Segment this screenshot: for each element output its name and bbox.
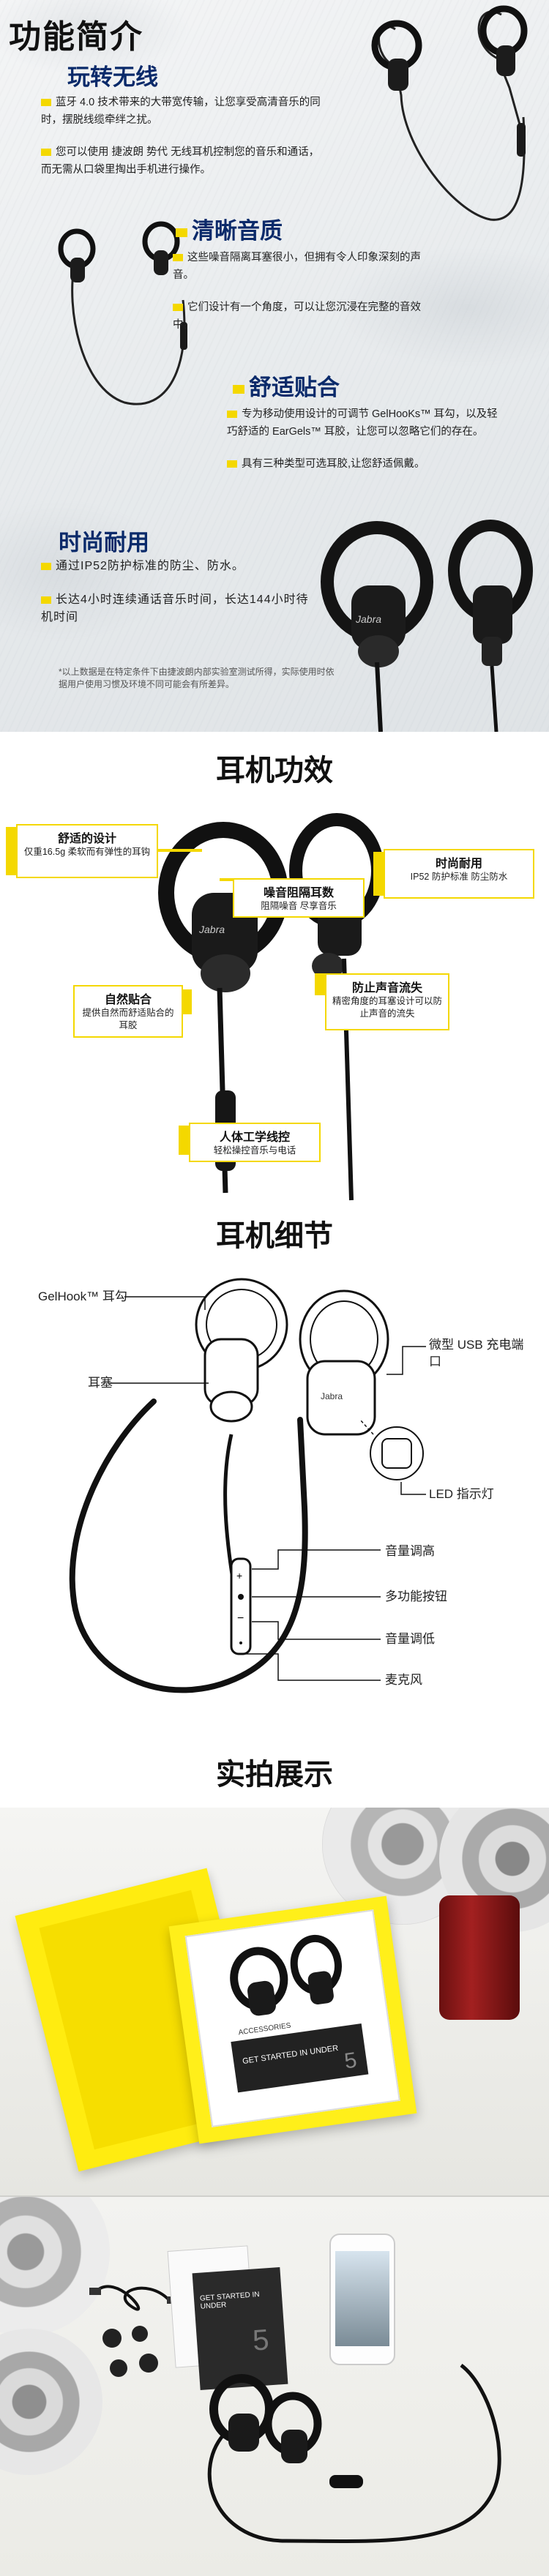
callout-natural-fit: 自然贴合 提供自然而舒适贴合的耳胶	[73, 985, 183, 1038]
callout-durable: 时尚耐用 IP52 防护标准 防尘防水	[384, 849, 534, 899]
connector-bar	[315, 973, 325, 995]
yellow-bar	[176, 228, 187, 237]
callout-noise-isolation: 噪音阻隔耳数 阻隔噪音 尽享音乐	[233, 878, 365, 918]
bullet-square	[41, 99, 51, 107]
box-number: 5	[343, 2048, 358, 2074]
connector-bar	[182, 989, 192, 1014]
callout-comfort-design: 舒适的设计 仅重16.5g 柔软而有弹性的耳钩	[16, 824, 158, 878]
product-photo-flatlay: GET STARTED IN UNDER 5	[0, 2195, 549, 2576]
connector-bar	[179, 1126, 189, 1155]
brand-logo: Jabra	[356, 613, 382, 625]
smartphone	[329, 2234, 395, 2365]
label-eargel: 耳塞	[88, 1376, 113, 1390]
earbud-photo-pair	[321, 520, 533, 732]
svg-text:−: −	[237, 1612, 244, 1625]
quickstart-text: GET STARTED IN UNDER	[199, 2291, 260, 2311]
eargel-tip	[139, 2354, 158, 2373]
comfort-fit-heading: 舒适贴合	[233, 369, 340, 402]
earphones-flatlay	[207, 2364, 501, 2543]
bullet-square	[41, 149, 51, 157]
brand-logo: Jabra	[199, 924, 225, 935]
eargel-tip	[102, 2329, 122, 2348]
durable-heading: 时尚耐用	[59, 530, 149, 555]
footnote: *以上数据是在特定条件下由捷波朗内部实验室测试所得，实际使用时依据用户使用习惯及…	[59, 667, 335, 689]
open-product-box: GET STARTED IN UNDER 5 ACCESSORIES	[168, 1895, 417, 2144]
wireless-text: 蓝牙 4.0 技术带来的大带宽传输，让您享受高清音乐的同时，摆脱线缆牵绊之扰。 …	[41, 97, 321, 176]
callout-sound-leak: 防止声音流失 精密角度的耳塞设计可以防止声音的流失	[325, 973, 449, 1030]
svg-text:+: +	[236, 1570, 242, 1581]
connector-bar	[6, 827, 16, 875]
headphone-illustration-sound	[58, 221, 187, 405]
yellow-bar	[233, 384, 244, 394]
eargel-tip	[110, 2359, 127, 2377]
intro-title: 功能简介	[9, 19, 143, 55]
label-gelhook: GelHook™ 耳勾	[38, 1289, 127, 1303]
clear-sound-text: 这些噪音隔离耳塞很小，但拥有令人印象深刻的声音。 它们设计有一个角度，可以让您沉…	[173, 252, 421, 331]
eargel-tip	[132, 2326, 148, 2342]
bullet-square	[41, 562, 51, 570]
bullet-square	[41, 596, 51, 604]
durable-text: 通过IP52防护标准的防尘、防水。 长达4小时连续通话音乐时间，长达144小时待…	[41, 560, 309, 624]
connector-bar	[373, 852, 384, 896]
bullet-square	[173, 304, 183, 312]
headphone-illustration-wireless	[371, 5, 528, 221]
weight-plate	[0, 2329, 102, 2475]
label-volume-down: 音量调低	[385, 1632, 435, 1646]
snack-can	[439, 1895, 520, 2020]
connector-bar	[220, 878, 234, 881]
label-multifunction: 多功能按钮	[385, 1590, 447, 1603]
product-photo-box: GET STARTED IN UNDER 5 ACCESSORIES	[0, 1808, 549, 2195]
label-microphone: 麦克风	[385, 1673, 422, 1687]
clear-sound-heading: 清晰音质	[176, 212, 283, 245]
comfort-fit-text: 专为移动使用设计的可调节 GelHooKs™ 耳勾，以及轻巧舒适的 EarGel…	[227, 408, 498, 470]
bullet-square	[227, 411, 237, 419]
grunge-texture	[0, 0, 549, 732]
function-section-title: 耳机功效	[216, 755, 333, 787]
label-led: LED 指示灯	[429, 1487, 494, 1501]
connector-bar	[158, 849, 202, 852]
svg-text:Jabra: Jabra	[321, 1391, 343, 1401]
label-volume-up: 音量调高	[385, 1544, 435, 1558]
photos-section-title: 实拍展示	[216, 1759, 333, 1791]
detail-section-title: 耳机细节	[216, 1220, 333, 1252]
bullet-square	[227, 460, 237, 468]
feature-intro-section: 功能简介 玩转无线 蓝牙 4.0 技术带来的大带宽传输，让您享受高清音乐的同时，…	[0, 0, 549, 732]
earbud-line-drawing: Jabra + −	[69, 1278, 426, 1693]
callout-inline-control: 人体工学线控 轻松操控音乐与电话	[189, 1123, 321, 1162]
wireless-heading: 玩转无线	[67, 64, 158, 90]
bullet-square	[173, 254, 183, 262]
label-usb-port: 微型 USB 充电端口	[429, 1338, 524, 1368]
